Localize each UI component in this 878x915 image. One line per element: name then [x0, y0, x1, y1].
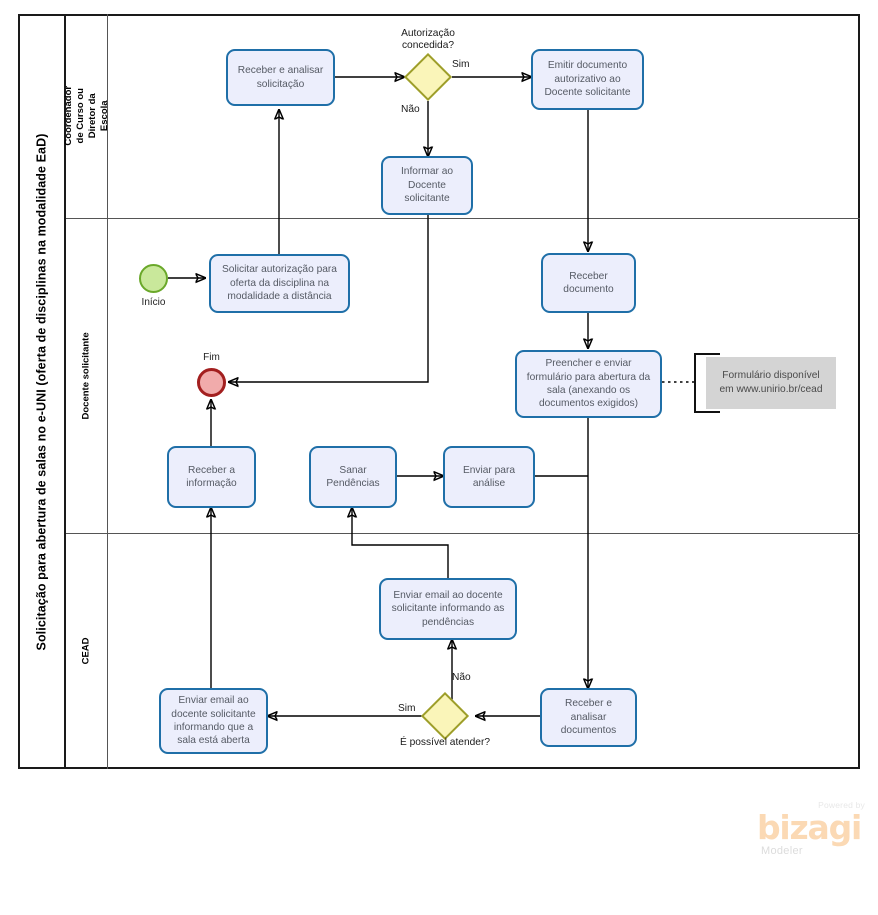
task-receber-documento[interactable]: Receber documento: [541, 253, 636, 313]
logo-powered-by-label: Powered by: [818, 800, 865, 810]
lane-label-docente: Docente solicitante: [80, 331, 92, 420]
task-receber-analisar-documentos[interactable]: Receber e analisar documentos: [540, 688, 637, 747]
task-sanar-pendencias[interactable]: Sanar Pendências: [309, 446, 397, 508]
text-annotation-formulario: Formulário disponível em www.unirio.br/c…: [706, 357, 836, 409]
task-enviar-email-pendencias[interactable]: Enviar email ao docente solicitante info…: [379, 578, 517, 640]
task-enviar-para-analise[interactable]: Enviar para análise: [443, 446, 535, 508]
task-receber-a-informacao[interactable]: Receber a informação: [167, 446, 256, 508]
pool-title-label: Solicitação para abertura de salas no e-…: [34, 133, 49, 650]
end-event-label: Fim: [203, 352, 220, 363]
lane-divider-1: [66, 218, 860, 219]
gateway-diamond: [420, 691, 470, 741]
gateway-label-atender: É possível atender?: [399, 737, 491, 748]
start-event-inicio[interactable]: [139, 264, 168, 293]
gateway-diamond: [403, 52, 453, 102]
task-enviar-email-sala-aberta[interactable]: Enviar email ao docente solicitante info…: [159, 688, 268, 754]
gateway-autorizacao-concedida[interactable]: [403, 52, 453, 102]
task-solicitar-autorizacao[interactable]: Solicitar autorização para oferta da dis…: [209, 254, 350, 313]
flow-label-autorizacao-sim: Sim: [452, 59, 470, 70]
bizagi-logo: Powered by bizagi Modeler: [757, 800, 867, 862]
logo-brand-label: bizagi: [757, 808, 862, 847]
task-informar-ao-docente[interactable]: Informar ao Docente solicitante: [381, 156, 473, 215]
task-receber-analisar-solicitacao[interactable]: Receber e analisar solicitação: [226, 49, 335, 106]
lane-label-coordenador: Coordenador de Curso ou Diretor da Escol…: [62, 86, 110, 146]
pool-title: Solicitação para abertura de salas no e-…: [18, 14, 66, 769]
lane-header-docente: Docente solicitante: [66, 218, 108, 533]
lane-header-coordenador: Coordenador de Curso ou Diretor da Escol…: [62, 14, 110, 218]
flow-label-atender-nao: Não: [452, 672, 471, 683]
flow-label-atender-sim: Sim: [398, 703, 416, 714]
annotation-bracket: [694, 353, 720, 413]
task-emitir-documento-autorizativo[interactable]: Emitir documento autorizativo ao Docente…: [531, 49, 644, 110]
flow-label-autorizacao-nao: Não: [401, 104, 420, 115]
end-event-fim[interactable]: [197, 368, 226, 397]
lane-label-cead: CEAD: [80, 637, 92, 665]
gateway-e-possivel-atender[interactable]: [420, 691, 470, 741]
logo-product-label: Modeler: [761, 845, 803, 857]
start-event-label: Início: [141, 297, 166, 308]
lane-header-cead: CEAD: [66, 533, 108, 769]
task-preencher-enviar-formulario[interactable]: Preencher e enviar formulário para abert…: [515, 350, 662, 418]
lane-divider-2: [66, 533, 860, 534]
pool-frame: [18, 14, 860, 769]
gateway-label-autorizacao: Autorização concedida?: [401, 28, 455, 52]
